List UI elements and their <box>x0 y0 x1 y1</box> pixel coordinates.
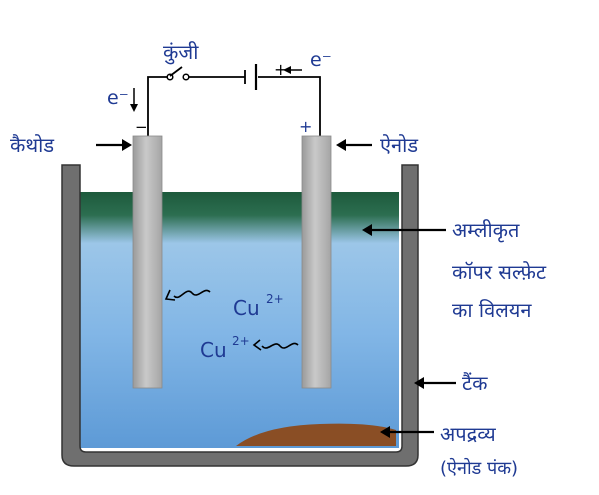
cathode-pointer-arrow <box>96 139 132 151</box>
key-switch <box>166 66 190 81</box>
cathode-minus-sign: − <box>135 118 148 136</box>
tank-pointer-arrow <box>414 377 456 389</box>
sludge-label-line2: (ऐनोड पंक) <box>440 458 519 479</box>
ion-path-arrow-2 <box>252 339 262 351</box>
key-label: कुंजी <box>163 40 199 64</box>
cathode-label: कैथोड <box>10 133 55 157</box>
ion-path-squiggle-2 <box>261 342 299 349</box>
solution-label-line1: अम्लीकृत <box>452 218 520 242</box>
anode-rod <box>301 135 332 389</box>
solution-label-line2: कॉपर सल्फ़ेट <box>452 260 547 284</box>
cathode-rod <box>132 135 163 389</box>
electron-label-left: e⁻ <box>107 87 129 109</box>
copper-sulphate-solution <box>78 192 399 448</box>
tank <box>61 164 419 467</box>
anode-label: ऐनोड <box>380 133 419 157</box>
tank-label: टैंक <box>462 371 488 395</box>
anode-sludge <box>236 423 396 446</box>
copper-ion-label-2: Cu <box>200 338 227 362</box>
solution-pointer-arrow <box>362 224 446 236</box>
circuit-wire <box>147 76 321 136</box>
electron-flow-arrow-right <box>283 66 302 74</box>
electron-label-right: e⁻ <box>310 49 332 71</box>
copper-ion-label-1: Cu <box>233 296 260 320</box>
ion-path-arrow-1 <box>164 289 176 301</box>
anode-plus-sign: + <box>299 117 312 136</box>
battery-plus-sign: + <box>274 60 287 79</box>
solution-label-line3: का विलयन <box>452 298 532 322</box>
copper-ion-charge-2: 2+ <box>232 334 250 348</box>
electron-flow-arrow-left <box>130 88 138 112</box>
ion-path-squiggle-1 <box>173 289 211 299</box>
sludge-label-line1: अपद्रव्य <box>440 422 496 446</box>
sludge-pointer-arrow <box>380 426 434 438</box>
anode-pointer-arrow <box>336 139 372 151</box>
copper-ion-charge-1: 2+ <box>266 292 284 306</box>
battery <box>244 64 258 90</box>
